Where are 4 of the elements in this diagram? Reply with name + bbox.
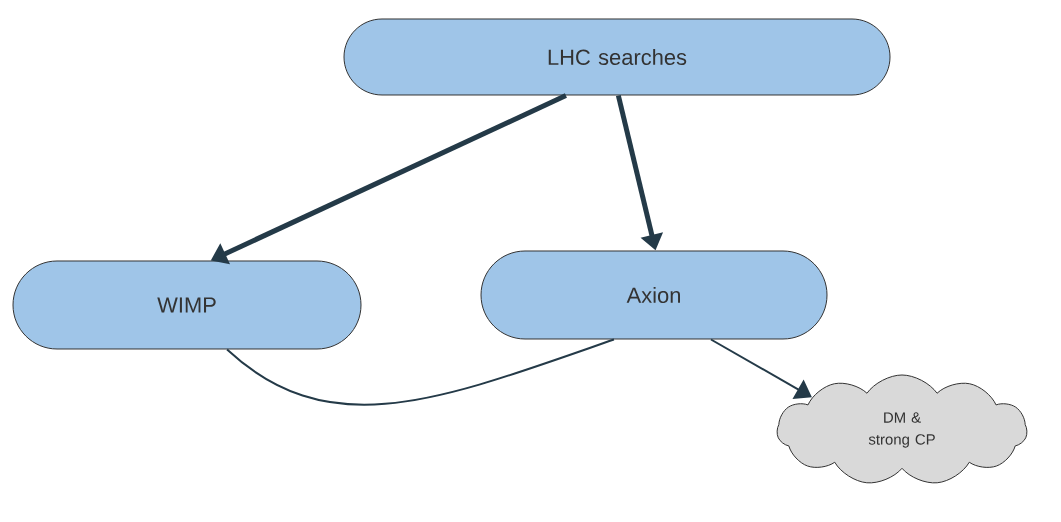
rounded-box: LHC searches bbox=[343, 18, 891, 96]
connector-line bbox=[226, 338, 615, 406]
rounded-box: WIMP bbox=[12, 260, 362, 350]
rounded-box: Axion bbox=[480, 250, 828, 340]
